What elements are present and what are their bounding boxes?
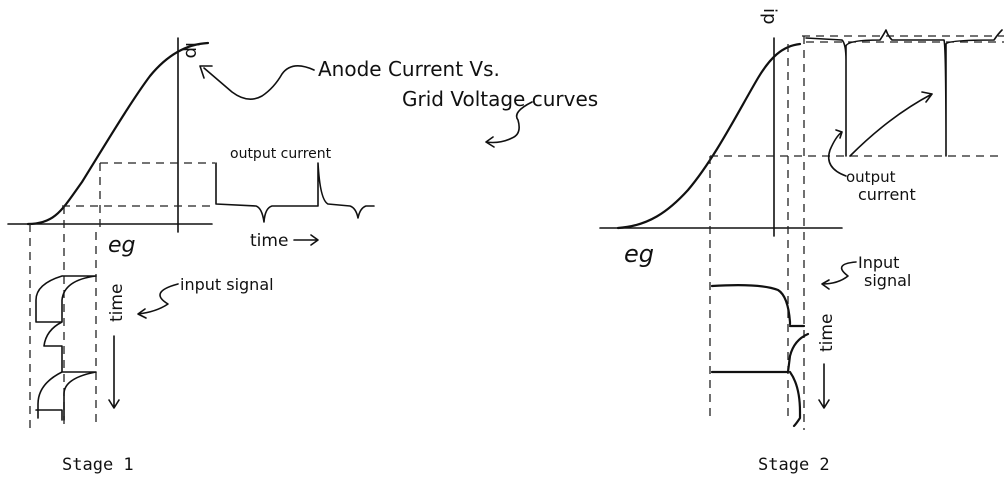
- stage1-caption: Stage 1: [62, 455, 134, 475]
- stage2-output-pointer: [827, 129, 847, 177]
- stage1-time-arrow-h: [293, 234, 319, 246]
- stage1-anode-curve: [26, 41, 210, 226]
- stage-2: ip eg output current time Input signal S…: [599, 8, 1004, 475]
- stage2-eg-label: eg: [624, 240, 654, 268]
- stage1-eg-label: eg: [108, 233, 136, 258]
- stage2-input-pointer: [821, 261, 857, 290]
- curve-label-line-2: Grid Voltage curves: [402, 87, 598, 111]
- stage2-output-arrow: [849, 91, 933, 157]
- stage1-input-pointer: [137, 283, 179, 319]
- stage1-output-waveform: [215, 162, 375, 223]
- stage1-time-label-v: time: [107, 284, 127, 322]
- stage1-input-label: input signal: [180, 275, 274, 294]
- stage2-time-label-v: time: [817, 314, 837, 352]
- stage1-time-arrow-v: [108, 335, 120, 409]
- stage1-curve-pointer: [199, 65, 315, 100]
- stage2-output-waveform: [805, 29, 1003, 157]
- curve-label-line-1: Anode Current Vs.: [318, 57, 500, 81]
- stage2-anode-curve: [616, 42, 802, 230]
- stage2-output-label-1: output: [846, 168, 896, 186]
- stage1-time-label-h: time: [250, 231, 288, 251]
- stage2-input-waveform: [710, 284, 810, 428]
- stage2-input-label-1: Input: [858, 253, 899, 272]
- curve-annotation: Anode Current Vs. Grid Voltage curves: [199, 57, 598, 148]
- stage-1: ip eg output current time time input sig…: [7, 37, 375, 475]
- stage2-input-label-2: signal: [864, 271, 911, 290]
- stage1-input-waveform: [35, 275, 97, 421]
- stage2-caption: Stage 2: [758, 455, 830, 475]
- stage2-curve-pointer: [485, 101, 533, 148]
- stage1-output-label: output current: [230, 146, 332, 162]
- stage2-time-arrow-v: [818, 363, 830, 409]
- stage2-y-axis-label: ip: [759, 8, 780, 24]
- stage2-output-label-2: current: [858, 185, 916, 204]
- stage1-y-axis-label: ip: [181, 42, 202, 58]
